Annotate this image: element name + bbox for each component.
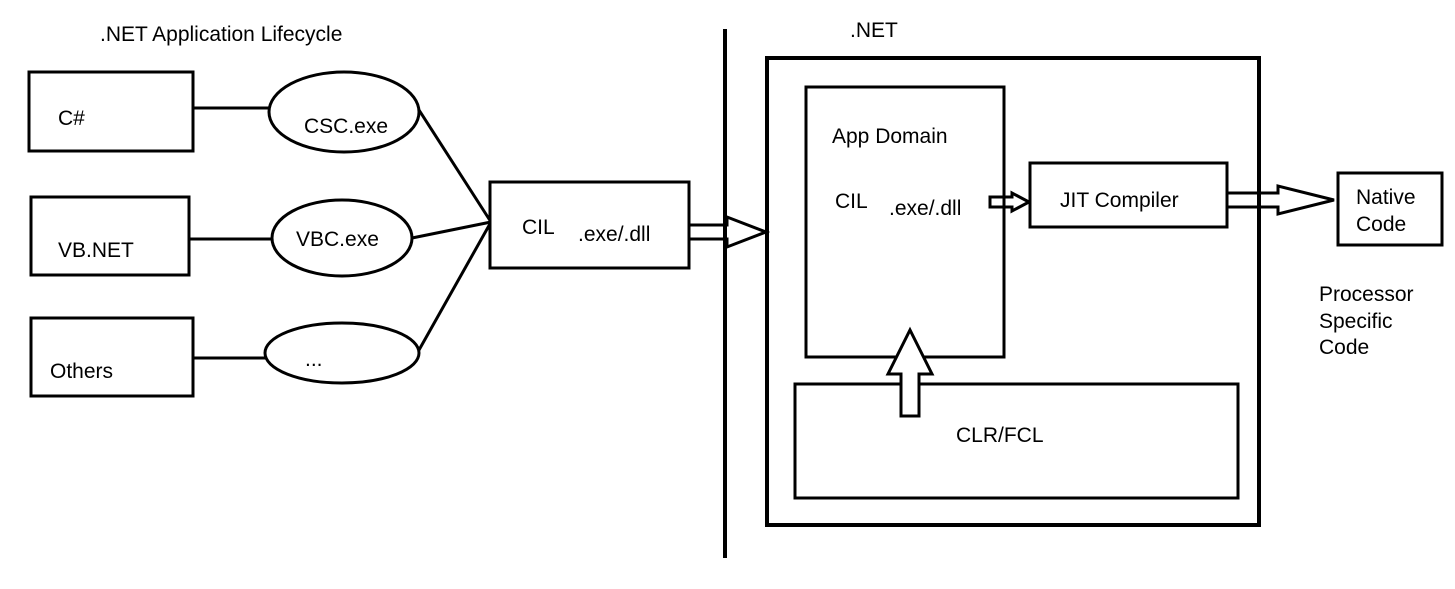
others-box [29,316,195,398]
clr-fcl-box [793,382,1240,500]
jit-compiler-box [1028,161,1229,229]
app-domain-cil-label: CIL [835,190,868,213]
native-code-label: Native Code [1356,186,1421,236]
cil-output-box [488,180,691,270]
caption-line-2: Specific [1319,310,1393,333]
cil-output-label: CIL [522,216,555,239]
dotnet-container [765,56,1261,527]
other-compiler-ellipse [263,321,421,385]
cil-output-format: .exe/.dll [578,223,650,246]
caption-line-3: Code [1319,336,1369,359]
processor-specific-caption: Processor Specific Code [1319,283,1419,359]
dotnet-title: .NET [850,19,898,42]
app-domain-format: .exe/.dll [889,197,961,220]
csharp-label: C# [58,107,85,130]
jit-compiler-label: JIT Compiler [1060,189,1179,212]
app-domain-box [804,85,1006,359]
jit-to-native-arrow [1225,184,1335,216]
others-label: Others [50,360,113,383]
lifecycle-title: .NET Application Lifecycle [100,23,342,46]
csc-compiler-label: CSC.exe [304,115,388,138]
csc-compiler-ellipse [267,70,421,154]
clr-fcl-label: CLR/FCL [956,424,1044,447]
native-code-line-1: Native [1356,186,1416,209]
app-domain-to-jit-arrow [988,190,1033,214]
cil-to-runtime-arrow [687,214,771,250]
native-code-line-2: Code [1356,213,1406,236]
app-domain-title: App Domain [832,125,948,148]
caption-line-1: Processor [1319,283,1414,306]
csc-to-cil-line [417,109,493,223]
csharp-box [27,70,195,153]
vbc-to-cil-line [411,220,492,240]
vbc-compiler-label: VBC.exe [296,228,379,251]
native-code-box [1336,171,1444,247]
other-to-cil-line [417,221,493,351]
other-compiler-label: ... [305,348,323,371]
clr-to-app-domain-arrow [885,326,935,418]
vbnet-box [29,195,191,277]
vbnet-label: VB.NET [58,239,134,262]
